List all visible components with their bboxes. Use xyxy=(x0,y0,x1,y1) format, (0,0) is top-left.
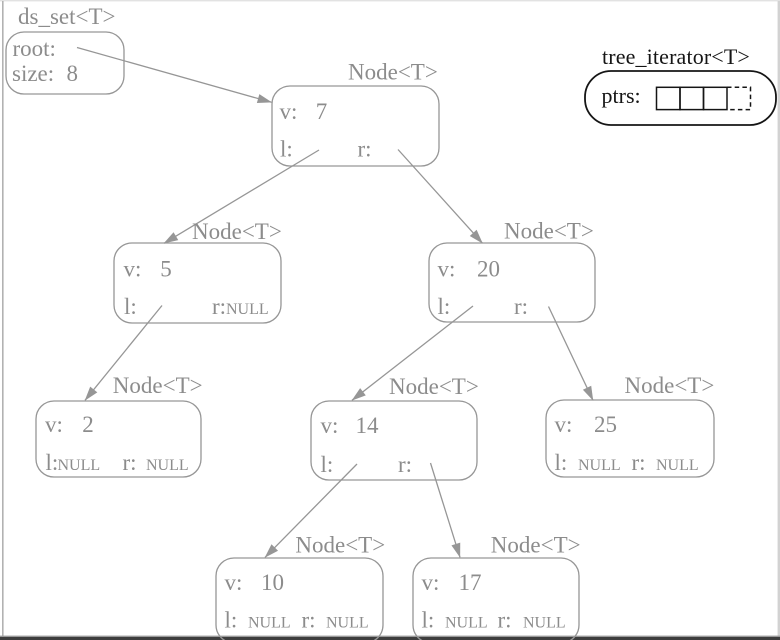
svg-text:v:: v: xyxy=(45,412,63,437)
svg-text:ptrs:: ptrs: xyxy=(602,83,641,108)
svg-text:NULL: NULL xyxy=(58,457,101,474)
svg-text:ds_set<T>: ds_set<T> xyxy=(18,4,116,29)
svg-text:NULL: NULL xyxy=(578,457,621,474)
svg-text:NULL: NULL xyxy=(445,615,488,632)
svg-text:NULL: NULL xyxy=(248,615,291,632)
svg-text:NULL: NULL xyxy=(326,615,369,632)
svg-text:5: 5 xyxy=(160,257,172,282)
svg-text:v:: v: xyxy=(555,412,573,437)
svg-text:r:: r: xyxy=(212,294,226,319)
svg-text:l:: l: xyxy=(555,450,568,475)
svg-text:Node<T>: Node<T> xyxy=(295,532,385,557)
svg-text:NULL: NULL xyxy=(656,457,699,474)
svg-text:r:: r: xyxy=(514,294,528,319)
svg-text:tree_iterator<T>: tree_iterator<T> xyxy=(602,44,750,69)
svg-text:root:: root: xyxy=(13,36,56,61)
svg-text:r:: r: xyxy=(632,450,646,475)
svg-text:l:: l: xyxy=(124,294,137,319)
svg-text:v:: v: xyxy=(438,257,456,282)
svg-text:20: 20 xyxy=(477,257,500,282)
svg-text:l:: l: xyxy=(225,608,238,633)
svg-text:l:: l: xyxy=(422,608,435,633)
svg-text:v:: v: xyxy=(124,257,142,282)
svg-text:r:: r: xyxy=(398,452,412,477)
svg-text:size:: size: xyxy=(12,61,54,86)
svg-text:Node<T>: Node<T> xyxy=(504,219,594,244)
svg-text:Node<T>: Node<T> xyxy=(113,373,203,398)
svg-text:r:: r: xyxy=(498,608,512,633)
svg-text:Node<T>: Node<T> xyxy=(625,373,715,398)
svg-text:Node<T>: Node<T> xyxy=(491,532,581,557)
svg-text:l:: l: xyxy=(438,294,451,319)
svg-text:14: 14 xyxy=(356,413,380,438)
svg-text:v:: v: xyxy=(280,99,298,124)
svg-text:l:: l: xyxy=(46,450,59,475)
svg-text:v:: v: xyxy=(225,570,243,595)
svg-text:r:: r: xyxy=(302,608,316,633)
svg-text:17: 17 xyxy=(459,570,482,595)
svg-text:8: 8 xyxy=(67,61,79,86)
svg-text:r:: r: xyxy=(123,450,137,475)
svg-text:v:: v: xyxy=(422,570,440,595)
svg-text:r:: r: xyxy=(358,137,372,162)
svg-text:Node<T>: Node<T> xyxy=(192,219,282,244)
svg-text:NULL: NULL xyxy=(146,457,189,474)
svg-text:10: 10 xyxy=(261,570,284,595)
svg-text:Node<T>: Node<T> xyxy=(389,374,479,399)
svg-text:2: 2 xyxy=(82,412,94,437)
svg-text:NULL: NULL xyxy=(523,615,566,632)
svg-text:NULL: NULL xyxy=(226,301,269,318)
svg-text:l:: l: xyxy=(280,137,293,162)
svg-text:v:: v: xyxy=(321,413,339,438)
svg-text:l:: l: xyxy=(321,452,334,477)
svg-text:Node<T>: Node<T> xyxy=(348,59,438,84)
svg-text:7: 7 xyxy=(316,99,328,124)
svg-text:25: 25 xyxy=(594,412,617,437)
